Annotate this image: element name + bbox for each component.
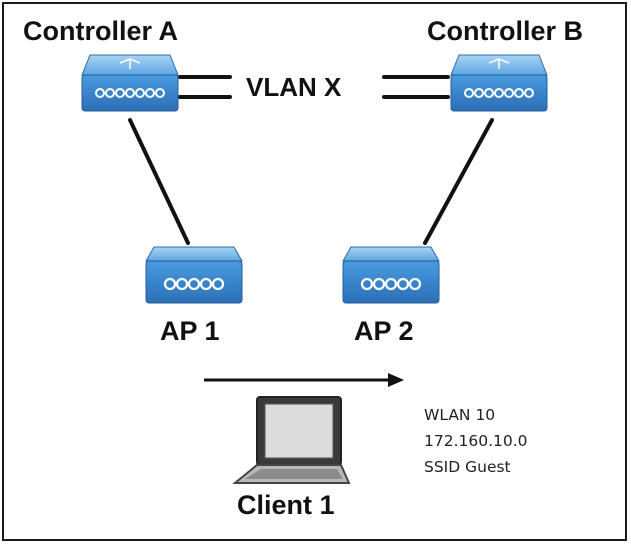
ap2-icon <box>342 246 440 304</box>
subnet-info-line: 172.160.10.0 <box>424 432 528 450</box>
link-lines <box>128 75 494 245</box>
link-controller-a-ap1 <box>128 118 190 245</box>
ap1-label: AP 1 <box>160 316 220 346</box>
controller-b-icon <box>450 54 548 112</box>
controller-b-label: Controller B <box>427 16 584 46</box>
wlan-info-line: WLAN 10 <box>424 406 496 424</box>
controller-a-label: Controller A <box>23 16 178 46</box>
wlan-info: WLAN 10 172.160.10.0 SSID Guest <box>424 402 528 480</box>
controller-a-icon <box>81 54 179 112</box>
arrow-right-icon <box>204 373 404 387</box>
ap2-label: AP 2 <box>354 316 414 346</box>
client-label: Client 1 <box>237 490 335 520</box>
laptop-icon <box>232 396 351 484</box>
ap1-icon <box>145 246 243 304</box>
vlan-label: VLAN X <box>246 72 342 102</box>
link-controller-b-ap2 <box>423 118 494 245</box>
ssid-info-line: SSID Guest <box>424 458 511 476</box>
